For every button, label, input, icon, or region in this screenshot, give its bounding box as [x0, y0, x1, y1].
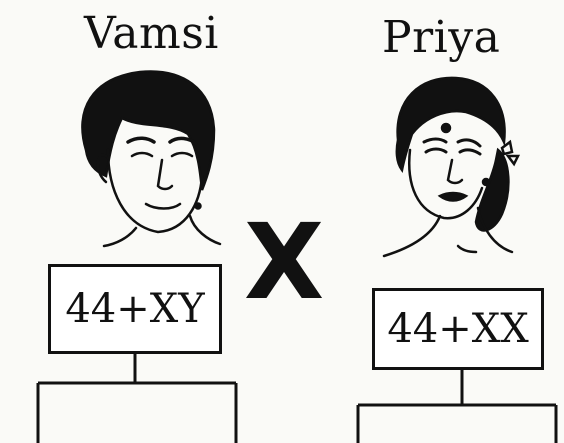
- father-chromosome-label: 44+XY: [65, 286, 205, 332]
- mother-chromosome-label: 44+XX: [387, 306, 529, 352]
- father-chromosome-box: 44+XY: [48, 264, 222, 354]
- cross-symbol: X: [244, 201, 325, 323]
- mother-name-label: Priya: [382, 12, 501, 63]
- priya-branch-connector: [356, 370, 558, 443]
- vamsi-face-illustration: [81, 70, 222, 248]
- mother-chromosome-box: 44+XX: [372, 288, 544, 370]
- father-name-label: Vamsi: [84, 8, 219, 59]
- vamsi-branch-connector: [36, 354, 238, 443]
- priya-face-illustration: [382, 76, 521, 258]
